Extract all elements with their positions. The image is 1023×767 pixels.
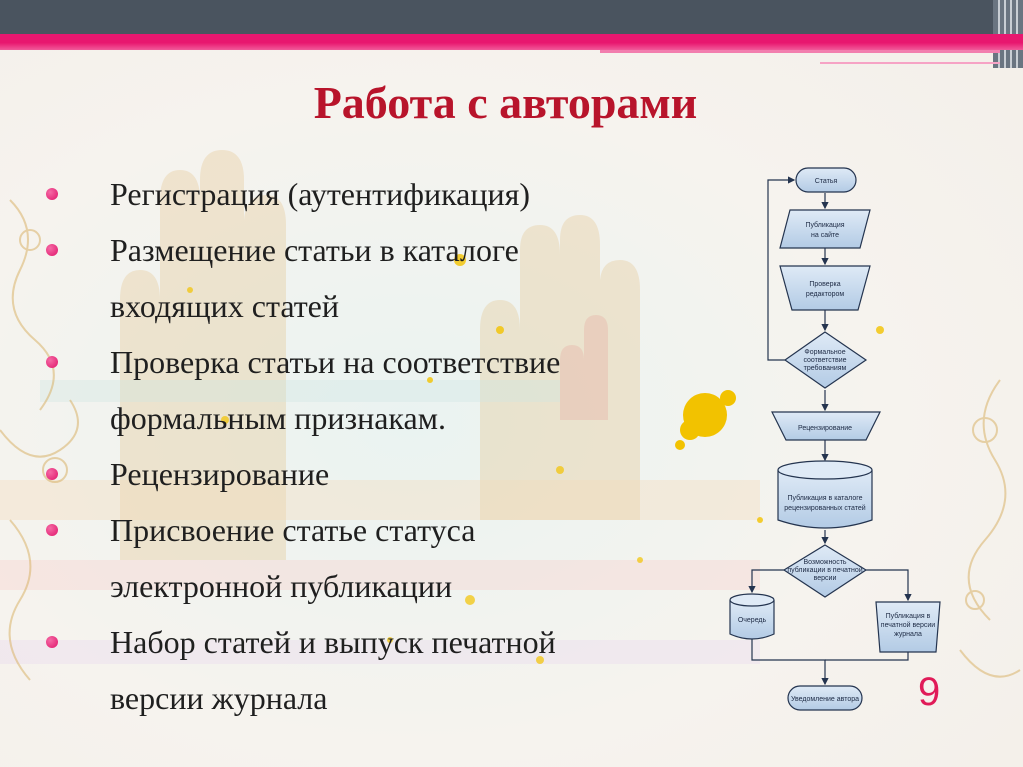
flow-print-publish-label-3: журнала: [894, 631, 922, 638]
bullet-item: Размещение статьи в каталоге входящих ст…: [40, 222, 720, 334]
bullet-text: Набор статей и выпуск печатной: [110, 624, 556, 660]
bullet-list: Регистрация (аутентификация) Размещение …: [40, 166, 720, 726]
bullet-text: Рецензирование: [110, 456, 330, 492]
bullet-text-continued: формальным признакам.: [110, 400, 446, 436]
flow-formal-check-label-2: соответствие: [803, 357, 846, 364]
flow-catalog-label-1: Публикация в каталоге: [787, 494, 862, 502]
flow-catalog-database-node: [777, 460, 873, 529]
bullet-text: Регистрация (аутентификация): [110, 176, 530, 212]
flow-catalog-label-2: рецензированных статей: [784, 504, 866, 512]
flow-print-publish-label-2: печатной версии: [881, 621, 935, 629]
flow-publish-site-label-1: Публикация: [805, 221, 844, 229]
flow-notify-author-label: Уведомление автора: [791, 696, 859, 703]
flow-review-node: [771, 411, 881, 441]
flow-publish-site-label-2: на сайте: [811, 231, 839, 239]
page-number: 9: [918, 670, 941, 714]
flow-print-possibility-decision: [782, 544, 868, 598]
bullet-dot-icon: [46, 524, 58, 536]
flow-print-possibility-label-3: версии: [814, 575, 837, 582]
bullet-text-continued: входящих статей: [110, 288, 339, 324]
flow-publish-site-node: [779, 209, 871, 249]
flow-formal-check-label-3: требованиям: [804, 364, 847, 372]
bullet-text: Проверка статьи на соответствие: [110, 344, 561, 380]
top-bar: [0, 0, 1023, 34]
flow-notify-author-node: [787, 685, 863, 711]
flow-formal-check-label-1: Формальное: [804, 349, 845, 356]
pink-accent-line-secondary: [820, 62, 1000, 64]
bullet-item: Набор статей и выпуск печатной версии жу…: [40, 614, 720, 726]
pink-accent-band: [0, 34, 1023, 50]
slide-title: Работа с авторами: [0, 76, 1023, 129]
flow-review-label: Рецензирование: [798, 425, 852, 432]
slide-title-text: Работа с авторами: [313, 77, 698, 128]
bullet-item: Присвоение статье статуса электронной пу…: [40, 502, 720, 614]
bullet-text: Размещение статьи в каталоге: [110, 232, 519, 268]
flow-start-node: [795, 167, 857, 193]
flow-queue-label: Очередь: [738, 617, 767, 624]
bullet-dot-icon: [46, 356, 58, 368]
bullet-item: Регистрация (аутентификация): [40, 166, 720, 222]
bullet-dot-icon: [46, 468, 58, 480]
flow-print-publish-label-1: Публикация в: [886, 612, 931, 620]
flow-editor-check-label-1: Проверка: [809, 281, 840, 288]
bullet-dot-icon: [46, 636, 58, 648]
bullet-dot-icon: [46, 188, 58, 200]
pink-accent-line: [600, 50, 1000, 53]
bullet-text-continued: версии журнала: [110, 680, 328, 716]
bullet-text-continued: электронной публикации: [110, 568, 453, 604]
flow-start-label: Статья: [815, 178, 838, 185]
flow-print-publish-node: [875, 601, 941, 653]
bullet-item: Проверка статьи на соответствие формальн…: [40, 334, 720, 446]
workflow-flowchart: Статья Публикация на сайте Проверка реда…: [729, 167, 941, 711]
bullet-text: Присвоение статье статуса: [110, 512, 476, 548]
flow-editor-check-node: [779, 265, 871, 311]
flow-queue-node: [729, 593, 775, 640]
bullet-item: Рецензирование: [40, 446, 720, 502]
flow-formal-check-decision: [783, 331, 868, 389]
bullet-dot-icon: [46, 244, 58, 256]
flow-print-possibility-label-1: Возможность: [803, 559, 846, 566]
flow-print-possibility-label-2: публикации в печатной: [787, 566, 862, 574]
flow-editor-check-label-2: редактором: [806, 291, 845, 298]
